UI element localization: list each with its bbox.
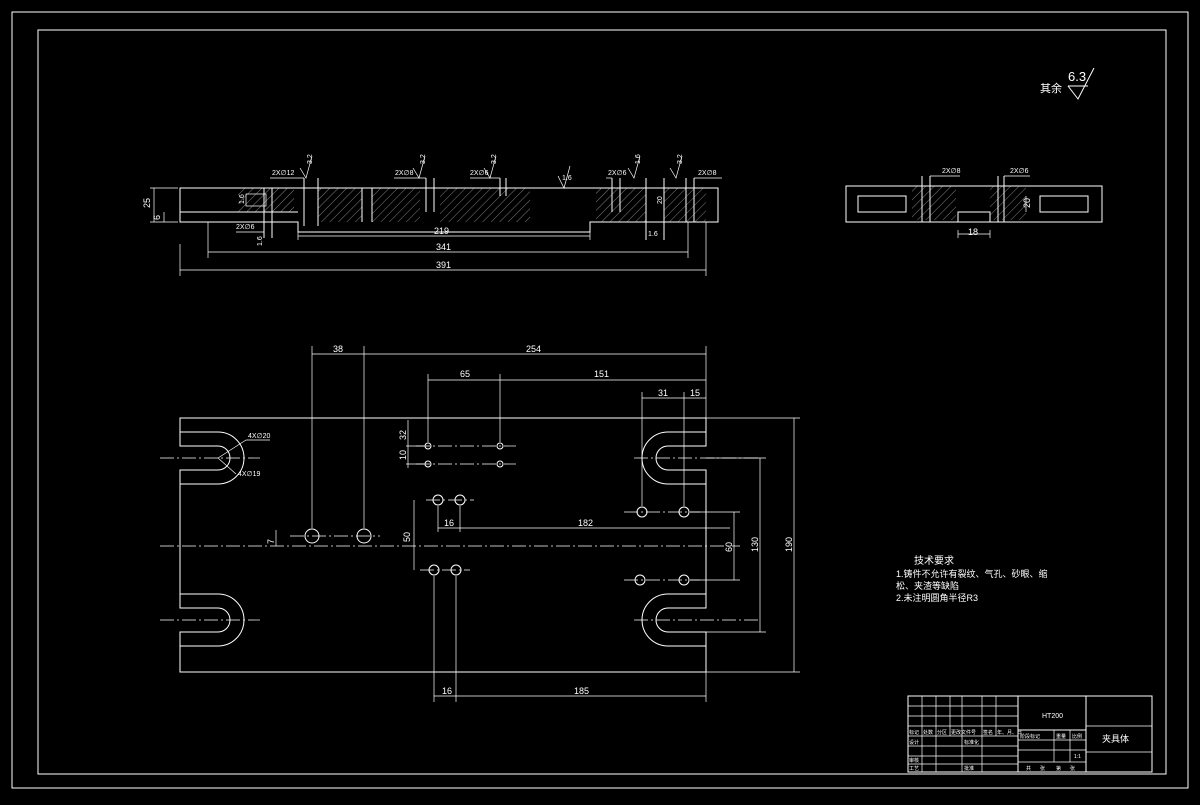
plan-dim: 254 bbox=[526, 344, 541, 354]
plan-dim: 151 bbox=[594, 369, 609, 379]
tb-cell: 比例 bbox=[1072, 733, 1082, 740]
plan-dim: 50 bbox=[402, 532, 412, 542]
title-block: HT200 夹具体 标记 处数 分区 更改文件号 签名 年、月、日 设计 标准化… bbox=[907, 695, 1153, 773]
tech-line: 松、夹渣等缺陷 bbox=[896, 580, 959, 591]
inner-frame bbox=[37, 29, 1167, 775]
tech-requirements: 技术要求 1.铸件不允许有裂纹、气孔、砂眼、缩 松、夹渣等缺陷 2.未注明圆角半… bbox=[896, 554, 1048, 603]
end-callout: 2X∅8 bbox=[942, 168, 961, 175]
dim-width-mid: 341 bbox=[436, 242, 451, 252]
dim-thickness: 25 bbox=[142, 198, 152, 208]
tech-line: 1.铸件不允许有裂纹、气孔、砂眼、缩 bbox=[896, 568, 1048, 579]
dim-slot-depth: 20 bbox=[657, 196, 664, 204]
plan-dim: 60 bbox=[724, 542, 734, 552]
tb-cell: 标记 bbox=[909, 729, 919, 736]
plan-callout: 4X∅20 bbox=[248, 433, 271, 440]
plan-dim: 32 bbox=[398, 430, 408, 440]
tech-line: 2.未注明圆角半径R3 bbox=[896, 592, 978, 603]
dim-side-b: 1.6 bbox=[239, 194, 246, 204]
roughness-mark: 1.6 bbox=[635, 154, 642, 164]
plan-dim: 31 bbox=[658, 388, 668, 398]
outer-frame bbox=[11, 11, 1189, 789]
plan-dim: 16 bbox=[442, 686, 452, 696]
plan-dim: 15 bbox=[690, 388, 700, 398]
end-dim-height: 20 bbox=[1022, 198, 1032, 208]
callout-label: 2X∅8 bbox=[698, 170, 717, 177]
section-view: 3.2 3.2 3.2 1.6 1.6 3.2 2X∅12 2X∅8 2X∅6 … bbox=[142, 154, 722, 276]
tb-cell: 共 bbox=[1026, 765, 1031, 772]
roughness-label: 其余 bbox=[1040, 81, 1062, 95]
tb-cell: 审核 bbox=[909, 757, 919, 764]
roughness-value: 6.3 bbox=[1068, 69, 1086, 84]
end-view: 2X∅8 2X∅6 20 18 bbox=[845, 168, 1103, 238]
end-callout: 2X∅6 bbox=[1010, 168, 1029, 175]
tb-cell: 阶段标记 bbox=[1020, 733, 1040, 740]
plan-dim: 182 bbox=[578, 518, 593, 528]
tech-title: 技术要求 bbox=[914, 554, 954, 567]
dim-step: 6 bbox=[152, 215, 162, 220]
dim-side-a: 1.6 bbox=[257, 236, 264, 246]
plan-dim: 130 bbox=[750, 537, 760, 552]
tb-cell: 设计 bbox=[909, 739, 919, 746]
roughness-mark: 1.6 bbox=[562, 175, 572, 182]
plan-dim: 16 bbox=[444, 518, 454, 528]
plan-dim: 65 bbox=[460, 369, 470, 379]
tb-cell: 张 bbox=[1070, 765, 1075, 772]
end-dim-width: 18 bbox=[968, 227, 978, 237]
tb-cell: 张 bbox=[1040, 765, 1045, 772]
callout-label: 2X∅6 bbox=[236, 224, 255, 231]
dim-side-c: 1.6 bbox=[648, 231, 658, 238]
tb-cell: 工艺 bbox=[909, 766, 919, 772]
plan-dim: 185 bbox=[574, 686, 589, 696]
roughness-mark: 3.2 bbox=[420, 154, 427, 164]
tb-cell: 分区 bbox=[937, 729, 947, 736]
plan-dim: 190 bbox=[784, 537, 794, 552]
plan-dim: 38 bbox=[333, 344, 343, 354]
roughness-symbol: 其余 6.3 bbox=[1040, 67, 1095, 100]
roughness-mark: 3.2 bbox=[491, 154, 498, 164]
tb-cell: 处数 bbox=[923, 729, 933, 736]
tb-cell: 重量 bbox=[1056, 733, 1066, 740]
material: HT200 bbox=[1042, 713, 1063, 720]
dim-width-total: 391 bbox=[436, 260, 451, 270]
tb-cell: 年、月、日 bbox=[997, 729, 1022, 736]
roughness-mark: 3.2 bbox=[677, 154, 684, 164]
plan-view: 38 254 65 151 31 15 32 10 16 182 50 7 60… bbox=[160, 344, 800, 702]
callout-label: 2X∅8 bbox=[395, 170, 414, 177]
callout-label: 2X∅12 bbox=[272, 170, 295, 177]
tb-cell: 更改文件号 bbox=[951, 729, 976, 736]
tb-cell: 批准 bbox=[964, 765, 974, 772]
plan-dim: 7 bbox=[266, 539, 276, 544]
tb-cell: 签名 bbox=[983, 729, 993, 736]
tb-cell: 第 bbox=[1056, 765, 1061, 772]
callout-label: 2X∅6 bbox=[608, 170, 627, 177]
roughness-mark: 3.2 bbox=[307, 154, 314, 164]
plan-callout: 4X∅19 bbox=[238, 471, 261, 478]
scale: 1:1 bbox=[1074, 754, 1081, 760]
tb-cell: 标准化 bbox=[964, 739, 979, 746]
callout-label: 2X∅6 bbox=[470, 170, 489, 177]
dim-width-inner: 219 bbox=[434, 226, 449, 236]
plan-dim: 10 bbox=[398, 450, 408, 460]
part-name: 夹具体 bbox=[1102, 733, 1129, 744]
